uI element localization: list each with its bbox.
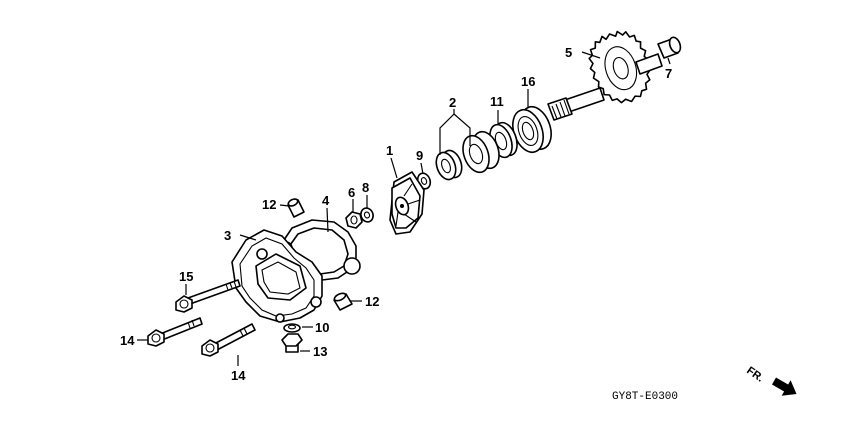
leader-lines bbox=[137, 51, 671, 366]
callout-14-left: 14 bbox=[120, 333, 135, 348]
part-14-bolt-bottom bbox=[201, 323, 256, 357]
callout-8: 8 bbox=[362, 180, 369, 195]
callout-1: 1 bbox=[386, 143, 393, 158]
callout-14-bottom: 14 bbox=[231, 368, 246, 383]
part-13-drain-bolt bbox=[281, 333, 303, 353]
callout-10: 10 bbox=[315, 320, 329, 335]
part-10-sealing-washer bbox=[283, 323, 301, 333]
part-1-impeller bbox=[389, 171, 425, 235]
callout-7: 7 bbox=[665, 66, 672, 81]
callout-13: 13 bbox=[313, 344, 327, 359]
callout-5: 5 bbox=[565, 45, 572, 60]
part-12-dowel-pin-upper bbox=[287, 198, 305, 218]
part-7-collar bbox=[657, 36, 682, 59]
part-5-pump-gear-shaft bbox=[547, 30, 663, 121]
callout-labels: 1 2 3 4 5 6 7 8 9 10 11 12 12 13 14 14 1… bbox=[120, 45, 672, 383]
part-16-bearing bbox=[512, 105, 552, 154]
callout-12-lower: 12 bbox=[365, 294, 379, 309]
part-12-dowel-pin-lower bbox=[333, 292, 353, 311]
front-direction-marker: FR. bbox=[744, 365, 797, 396]
part-15-bolt bbox=[175, 279, 241, 313]
callout-2: 2 bbox=[449, 95, 456, 110]
callout-11: 11 bbox=[490, 94, 504, 109]
callout-4: 4 bbox=[322, 193, 330, 208]
callout-12-upper: 12 bbox=[262, 197, 276, 212]
part-3-pump-cover bbox=[231, 229, 323, 323]
diagram-code: GY8T-E0300 bbox=[612, 391, 678, 403]
front-arrow-icon bbox=[772, 377, 797, 396]
callout-9: 9 bbox=[416, 148, 423, 163]
callout-6: 6 bbox=[348, 185, 355, 200]
part-2-mechanical-seal bbox=[435, 130, 500, 181]
callout-3: 3 bbox=[224, 228, 231, 243]
front-direction-label: FR. bbox=[744, 365, 765, 385]
part-6-nut bbox=[345, 211, 363, 229]
callout-16: 16 bbox=[521, 74, 535, 89]
callout-15: 15 bbox=[179, 269, 193, 284]
part-14-bolt-left bbox=[147, 317, 203, 347]
